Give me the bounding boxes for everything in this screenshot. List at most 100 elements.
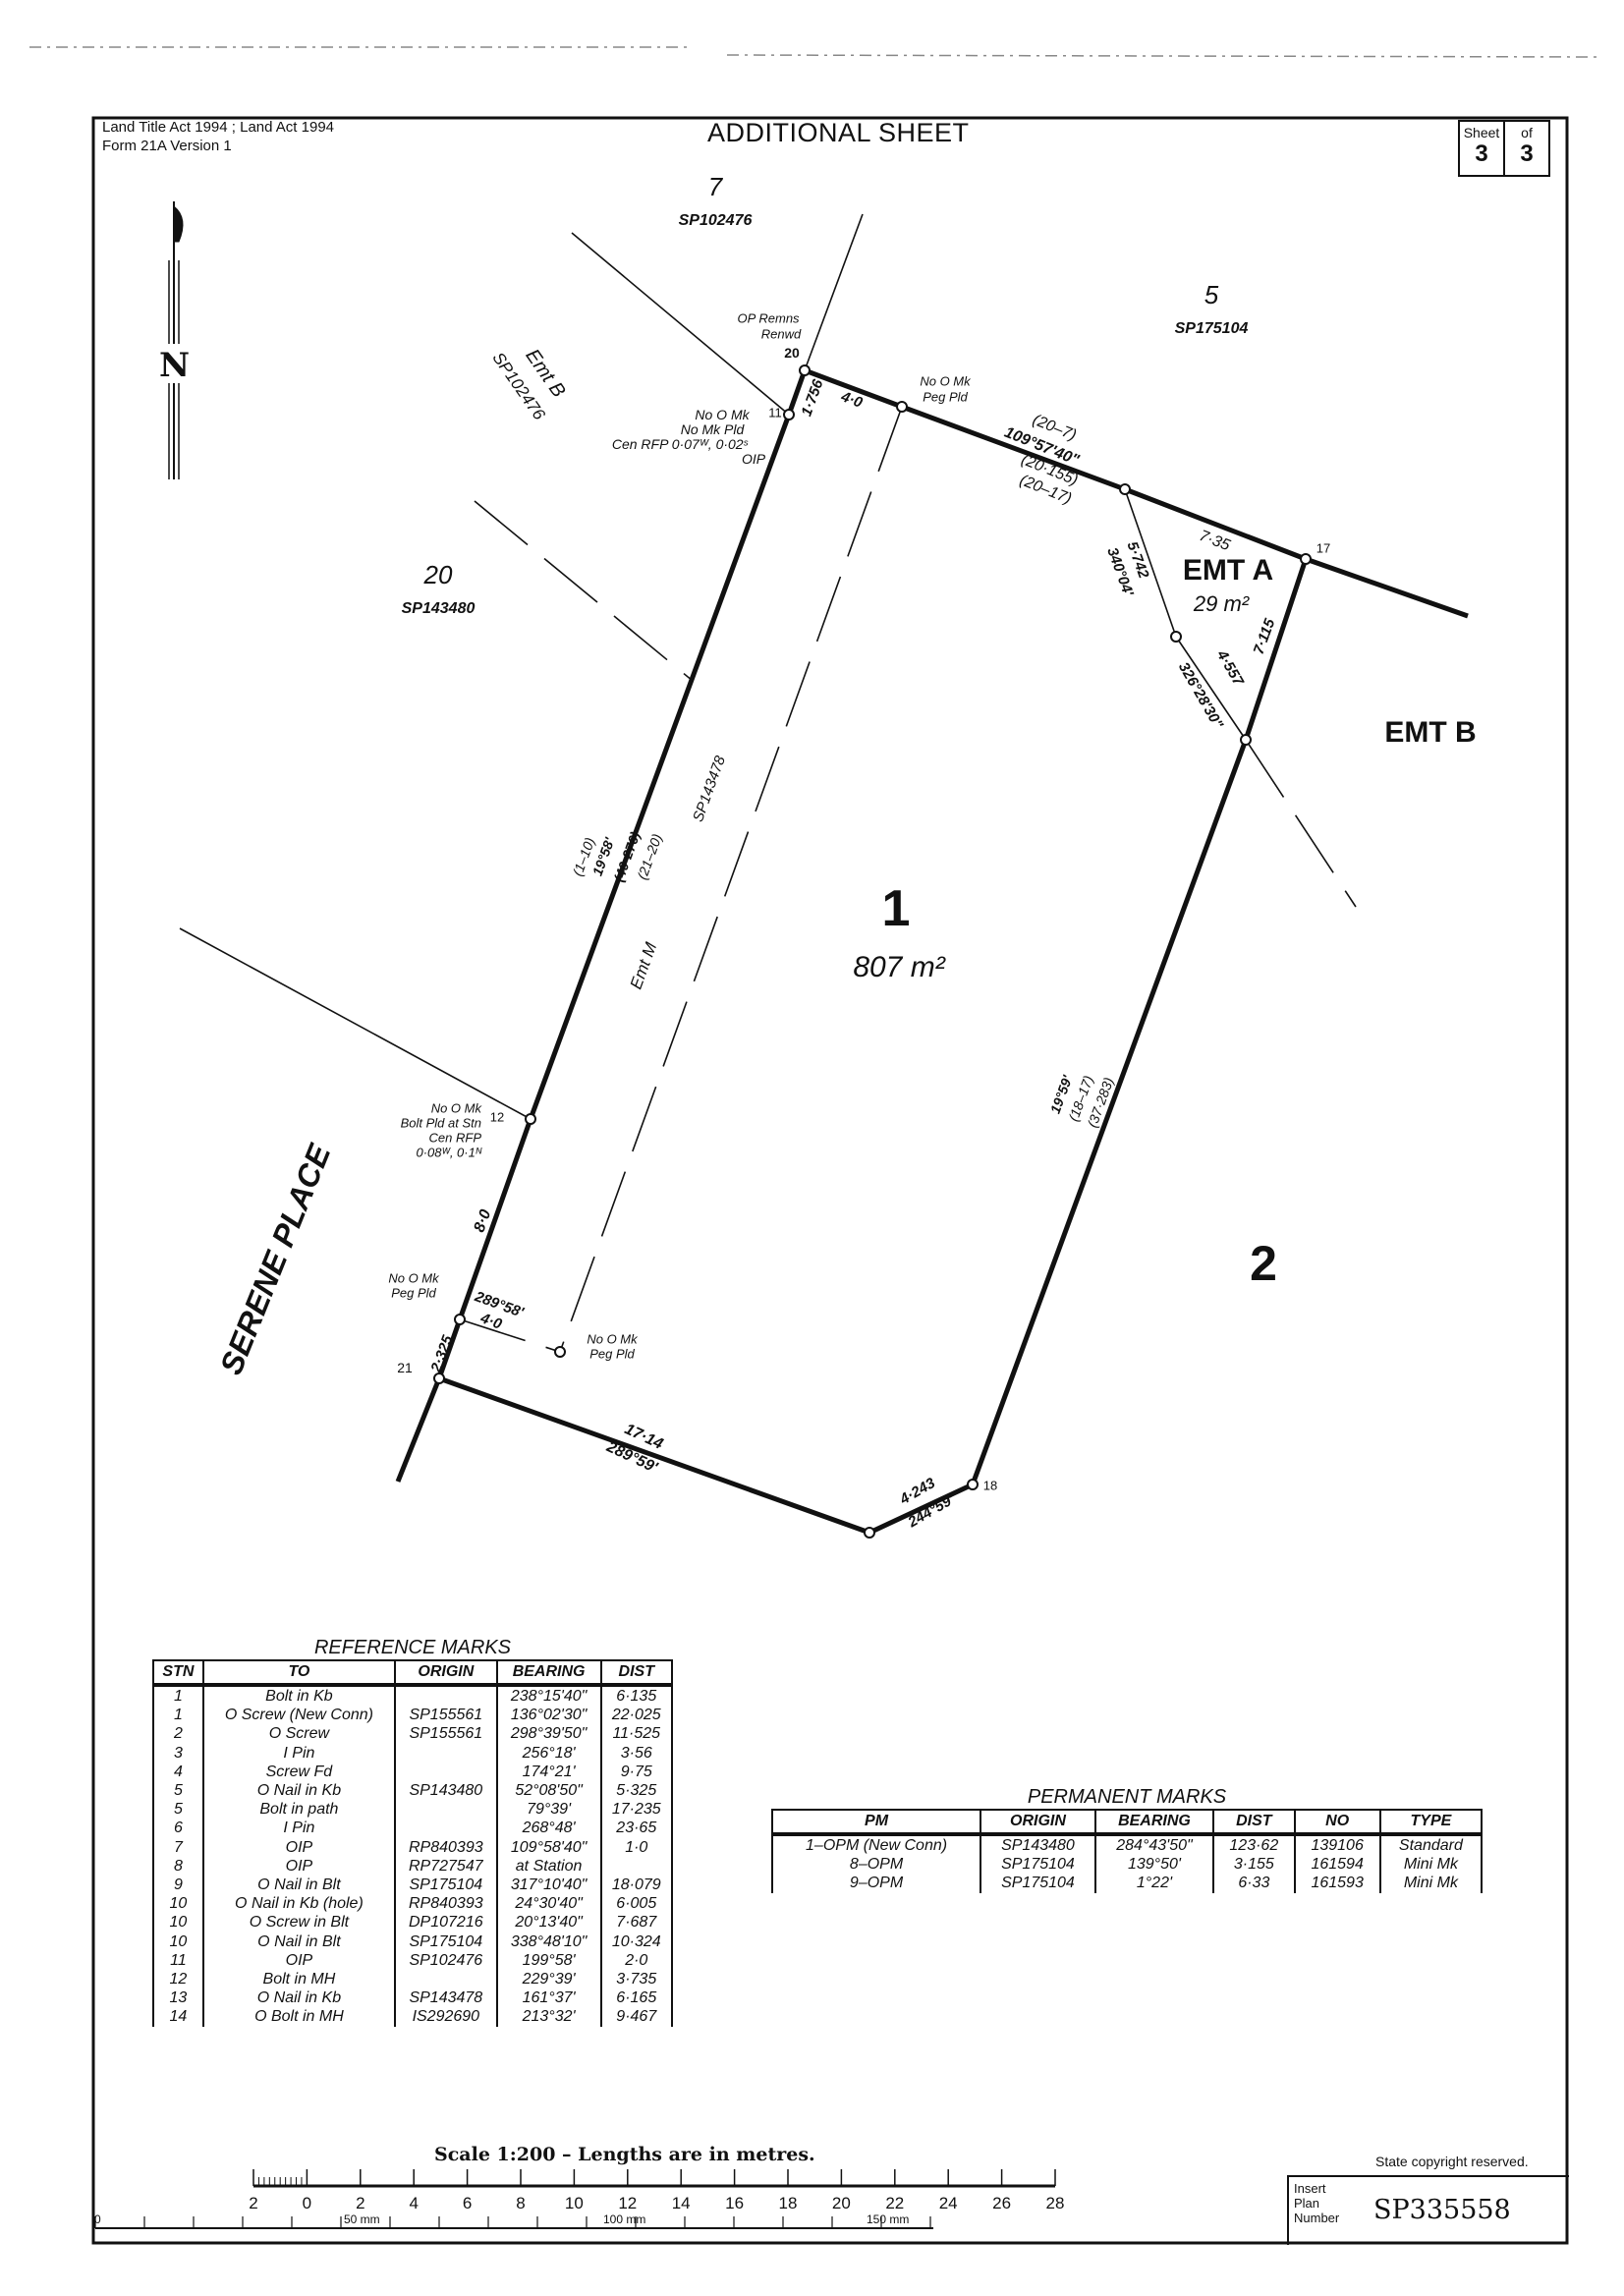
plan-label-lot1-area: 807 m² bbox=[853, 951, 945, 983]
pm-cell-pm: 8–OPM bbox=[770, 1855, 982, 1875]
ref-cell-dist: 11·525 bbox=[599, 1724, 674, 1744]
plan-label-peg-left-b: Peg Pld bbox=[391, 1285, 436, 1301]
ref-cell-to: O Nail in Kb (hole) bbox=[201, 1894, 396, 1914]
plan-label-peg-inner-a: No O Mk bbox=[587, 1331, 638, 1347]
scale-tick-label: 20 bbox=[831, 2194, 851, 2212]
ref-cell-to: O Nail in Blt bbox=[201, 1876, 396, 1895]
mm-zero-label: 0 bbox=[94, 2212, 101, 2226]
ref-cell-origin: SP143480 bbox=[393, 1781, 498, 1801]
ref-cell-origin: RP840393 bbox=[393, 1837, 498, 1857]
ref-cell-origin: RP727547 bbox=[393, 1856, 498, 1876]
scale-tick-label: 16 bbox=[725, 2194, 745, 2212]
ref-cell-dist: 17·235 bbox=[599, 1800, 674, 1820]
plan-label-lot5-plan: SP175104 bbox=[1174, 320, 1249, 337]
plan-label-lot2: 2 bbox=[1250, 1236, 1277, 1291]
ref-cell-dist: 1·0 bbox=[599, 1837, 674, 1857]
pm-cell-dist: 3·155 bbox=[1212, 1855, 1296, 1875]
pm-cell-type: Standard bbox=[1378, 1834, 1484, 1856]
ref-cell-origin bbox=[393, 1762, 498, 1782]
pm-cell-bearing: 1°22' bbox=[1093, 1874, 1215, 1893]
ref-cell-origin: SP155561 bbox=[393, 1706, 498, 1725]
ref-cell-stn: 4 bbox=[152, 1762, 204, 1782]
ref-cell-dist bbox=[599, 1856, 674, 1876]
ref-cell-stn: 1 bbox=[152, 1706, 204, 1725]
pm-header-origin: ORIGIN bbox=[980, 1809, 1096, 1836]
ref-cell-stn: 10 bbox=[152, 1894, 204, 1914]
plan-label-stn12-a: No O Mk bbox=[430, 1100, 481, 1116]
ref-cell-dist: 10·324 bbox=[599, 1932, 674, 1951]
ref-cell-bearing: at Station bbox=[495, 1856, 602, 1876]
plan-label-stn11-a: No O Mk bbox=[695, 407, 750, 422]
ref-cell-dist: 2·0 bbox=[599, 1950, 674, 1971]
pm-cell-origin: SP175104 bbox=[980, 1874, 1096, 1893]
plan-label-peg-top-b: Peg Pld bbox=[923, 389, 968, 405]
pm-header-type: TYPE bbox=[1378, 1809, 1484, 1836]
pm-header-no: NO bbox=[1293, 1809, 1381, 1836]
plan-label-stn12-c: Cen RFP bbox=[428, 1130, 481, 1146]
ref-cell-bearing: 79°39' bbox=[495, 1800, 602, 1820]
ref-cell-dist: 6·005 bbox=[599, 1894, 674, 1914]
pm-cell-type: Mini Mk bbox=[1378, 1874, 1484, 1893]
ref-cell-stn: 1 bbox=[152, 1685, 204, 1707]
ref-header-origin: ORIGIN bbox=[393, 1659, 498, 1687]
ref-header-stn: STN bbox=[152, 1659, 204, 1687]
ref-cell-origin bbox=[393, 1743, 498, 1763]
scale-tick-label: 2 bbox=[249, 2194, 258, 2212]
ref-cell-stn: 2 bbox=[152, 1724, 204, 1744]
ref-cell-bearing: 161°37' bbox=[495, 1988, 602, 2008]
ref-header-to: TO bbox=[201, 1659, 396, 1687]
sheet-frame bbox=[91, 116, 1569, 2245]
ref-cell-stn: 6 bbox=[152, 1819, 204, 1838]
copyright-notice: State copyright reserved. bbox=[1375, 2154, 1529, 2169]
ref-cell-dist: 23·65 bbox=[599, 1819, 674, 1838]
ref-cell-origin: IS292690 bbox=[393, 2007, 498, 2027]
ref-cell-bearing: 298°39'50" bbox=[495, 1724, 602, 1744]
plan-label-stn17: 17 bbox=[1316, 540, 1331, 556]
pm-header-dist: DIST bbox=[1212, 1809, 1296, 1836]
permanent-marks-title: PERMANENT MARKS bbox=[1027, 1786, 1227, 1808]
ref-cell-bearing: 256°18' bbox=[495, 1743, 602, 1763]
plan-label-stn20: 20 bbox=[784, 345, 800, 361]
ref-cell-stn: 5 bbox=[152, 1800, 204, 1820]
plan-label-emt-a: EMT A bbox=[1182, 554, 1274, 587]
sheet-total: 3 bbox=[1520, 140, 1534, 167]
north-arrow-icon bbox=[157, 201, 193, 479]
plan-label-lot20-plan: SP143480 bbox=[401, 600, 476, 617]
ref-cell-bearing: 229°39' bbox=[495, 1970, 602, 1989]
mm-100-label: 100 mm bbox=[603, 2212, 646, 2226]
ref-cell-stn: 3 bbox=[152, 1743, 204, 1763]
north-label: N bbox=[159, 346, 191, 385]
scan-edge-marks bbox=[29, 46, 1597, 58]
act-header: Land Title Act 1994 ; Land Act 1994 Form… bbox=[102, 118, 334, 155]
ref-cell-to: O Screw bbox=[201, 1724, 396, 1744]
pm-cell-no: 161593 bbox=[1293, 1874, 1381, 1893]
ref-cell-origin: RP840393 bbox=[393, 1894, 498, 1914]
ref-cell-bearing: 317°10'40" bbox=[495, 1876, 602, 1895]
pm-cell-pm: 9–OPM bbox=[770, 1874, 982, 1893]
ref-cell-dist: 7·687 bbox=[599, 1913, 674, 1932]
plan-label-lot1: 1 bbox=[881, 880, 911, 937]
ref-cell-dist: 9·467 bbox=[599, 2007, 674, 2027]
plan-label-emt-a-area: 29 m² bbox=[1193, 591, 1250, 616]
plan-label-stn11: 11 bbox=[768, 405, 782, 420]
scale-tick-label: 4 bbox=[409, 2194, 419, 2212]
page-title: ADDITIONAL SHEET bbox=[707, 118, 970, 147]
scale-tick-label: 8 bbox=[516, 2194, 526, 2212]
plan-label-lot7-plan: SP102476 bbox=[678, 212, 753, 229]
ref-cell-to: Bolt in MH bbox=[201, 1970, 396, 1989]
scale-bar bbox=[94, 2169, 1056, 2229]
scale-tick-label: 26 bbox=[992, 2194, 1012, 2212]
ref-cell-to: O Screw (New Conn) bbox=[201, 1706, 396, 1725]
ref-cell-stn: 8 bbox=[152, 1856, 204, 1876]
